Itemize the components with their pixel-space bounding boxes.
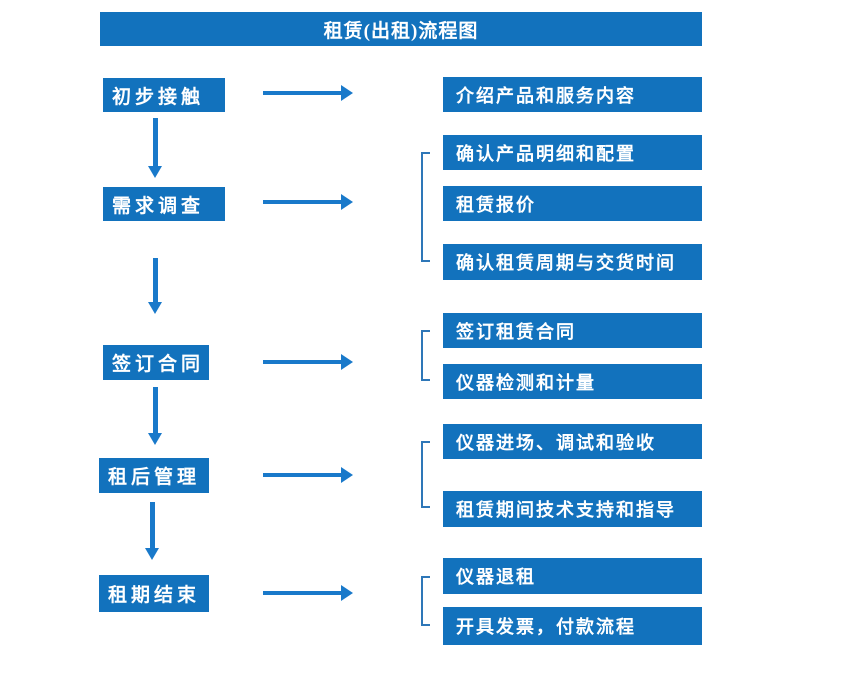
output-box-technical-support: 租赁期间技术支持和指导 [443,491,702,527]
output-box-instrument-testing: 仪器检测和计量 [443,364,702,399]
step-box-initial-contact: 初步接触 [103,78,225,112]
output-box-instrument-setup-acceptance: 仪器进场、调试和验收 [443,424,702,459]
output-box-confirm-product-details: 确认产品明细和配置 [443,135,702,170]
down-arrow-icon [148,258,162,314]
down-arrow-icon [148,387,162,445]
down-arrow-icon [148,118,162,178]
output-box-invoice-payment: 开具发票，付款流程 [443,607,702,645]
output-box-instrument-return: 仪器退租 [443,558,702,594]
right-arrow-icon [263,194,353,210]
down-arrow-icon [145,502,159,560]
group-bracket [421,441,430,508]
step-box-post-rental-management: 租后管理 [99,458,209,493]
group-bracket [421,152,430,262]
output-box-rental-quote: 租赁报价 [443,186,702,221]
output-box-confirm-rental-period: 确认租赁周期与交货时间 [443,244,702,280]
right-arrow-icon [263,585,353,601]
step-box-lease-end: 租期结束 [99,575,209,612]
step-box-demand-survey: 需求调查 [103,187,225,221]
right-arrow-icon [263,354,353,370]
right-arrow-icon [263,85,353,101]
right-arrow-icon [263,467,353,483]
group-bracket [421,330,430,381]
diagram-title: 租赁(出租)流程图 [100,12,702,46]
output-box-sign-rental-contract: 签订租赁合同 [443,313,702,348]
group-bracket [421,576,430,626]
step-box-sign-contract: 签订合同 [103,345,209,380]
output-box-introduce-products: 介绍产品和服务内容 [443,77,702,112]
